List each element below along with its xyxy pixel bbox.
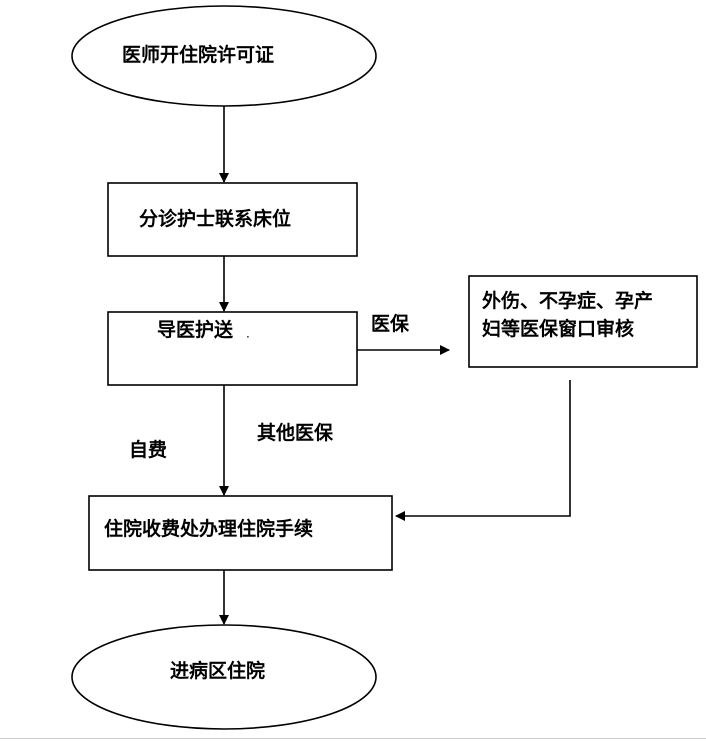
side-review-box bbox=[468, 275, 698, 368]
side-review-line-2: 妇等医保窗口审核 bbox=[482, 317, 635, 340]
step1-box bbox=[107, 182, 358, 257]
step3-node-label: 住院收费处办理住院手续 bbox=[104, 518, 314, 540]
edge-label-other-insurance: 其他医保 bbox=[257, 422, 334, 444]
bottom-divider bbox=[0, 738, 706, 739]
edge-label-medical-insurance: 医保 bbox=[371, 313, 410, 335]
start-node-label: 医师开住院许可证 bbox=[122, 44, 275, 66]
step2-node-label: 导医护送 bbox=[157, 319, 234, 341]
step3-box bbox=[88, 495, 393, 571]
side-review-line-1: 外伤、不孕症、孕产 bbox=[482, 290, 654, 312]
arrow-side-box-to-step3 bbox=[395, 380, 571, 521]
step2-box bbox=[107, 311, 358, 386]
stray-mark: · bbox=[246, 330, 250, 344]
end-ellipse bbox=[71, 624, 377, 730]
edge-label-self-pay: 自费 bbox=[129, 439, 168, 461]
side-review-label: 外伤、不孕症、孕产 妇等医保窗口审核 bbox=[482, 288, 653, 343]
end-node-label: 进病区住院 bbox=[170, 660, 266, 682]
step1-node-label: 分诊护士联系床位 bbox=[139, 208, 292, 230]
